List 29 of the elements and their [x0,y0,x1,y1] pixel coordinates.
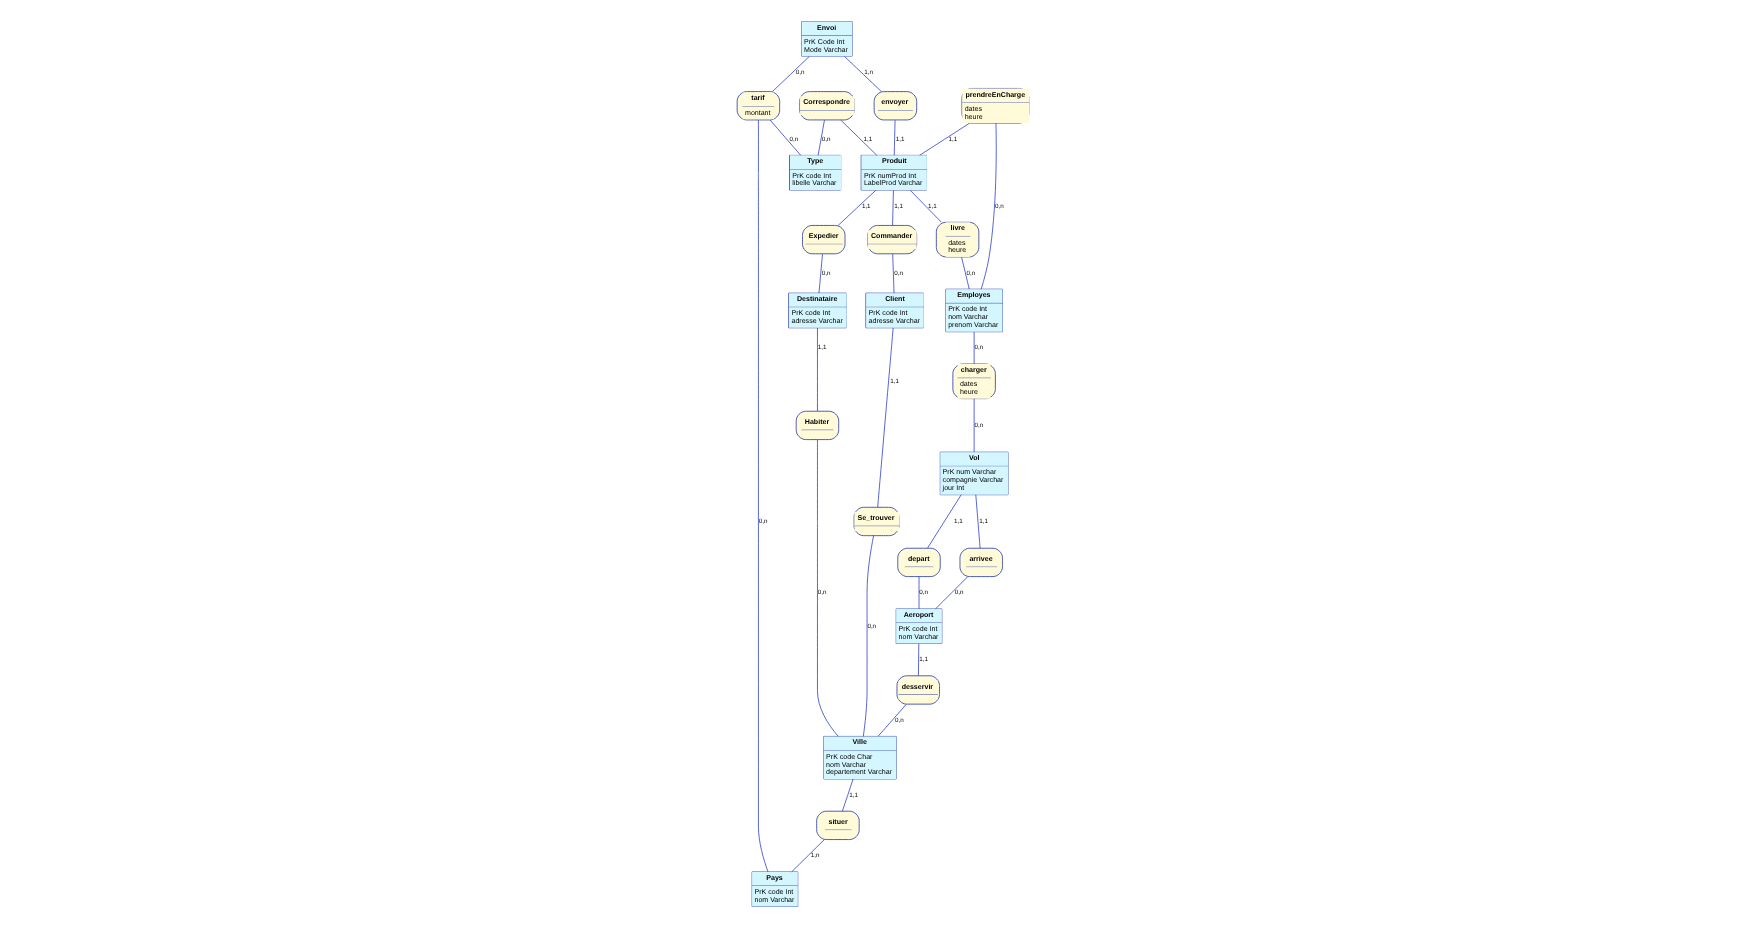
connector [861,534,873,736]
connector [816,326,817,411]
connector [979,121,996,289]
connector [816,438,838,736]
connector [917,642,919,675]
connector [841,777,853,811]
connector [836,188,876,225]
connector [843,55,881,91]
connector [876,703,906,736]
connector [974,493,980,548]
connector [891,188,893,225]
connector [839,118,877,155]
connector [790,838,824,872]
connector [926,493,961,548]
connector [917,575,919,609]
connector [876,326,893,507]
connector [972,330,974,364]
connector [768,118,801,155]
connector [757,118,768,872]
connector [934,575,968,609]
connector [817,252,822,293]
connector [972,397,974,452]
connector [908,188,941,222]
connector [771,55,809,91]
connector [891,252,894,293]
connector [918,121,969,155]
connector [960,255,969,289]
connector [892,118,895,155]
connector [816,118,824,155]
